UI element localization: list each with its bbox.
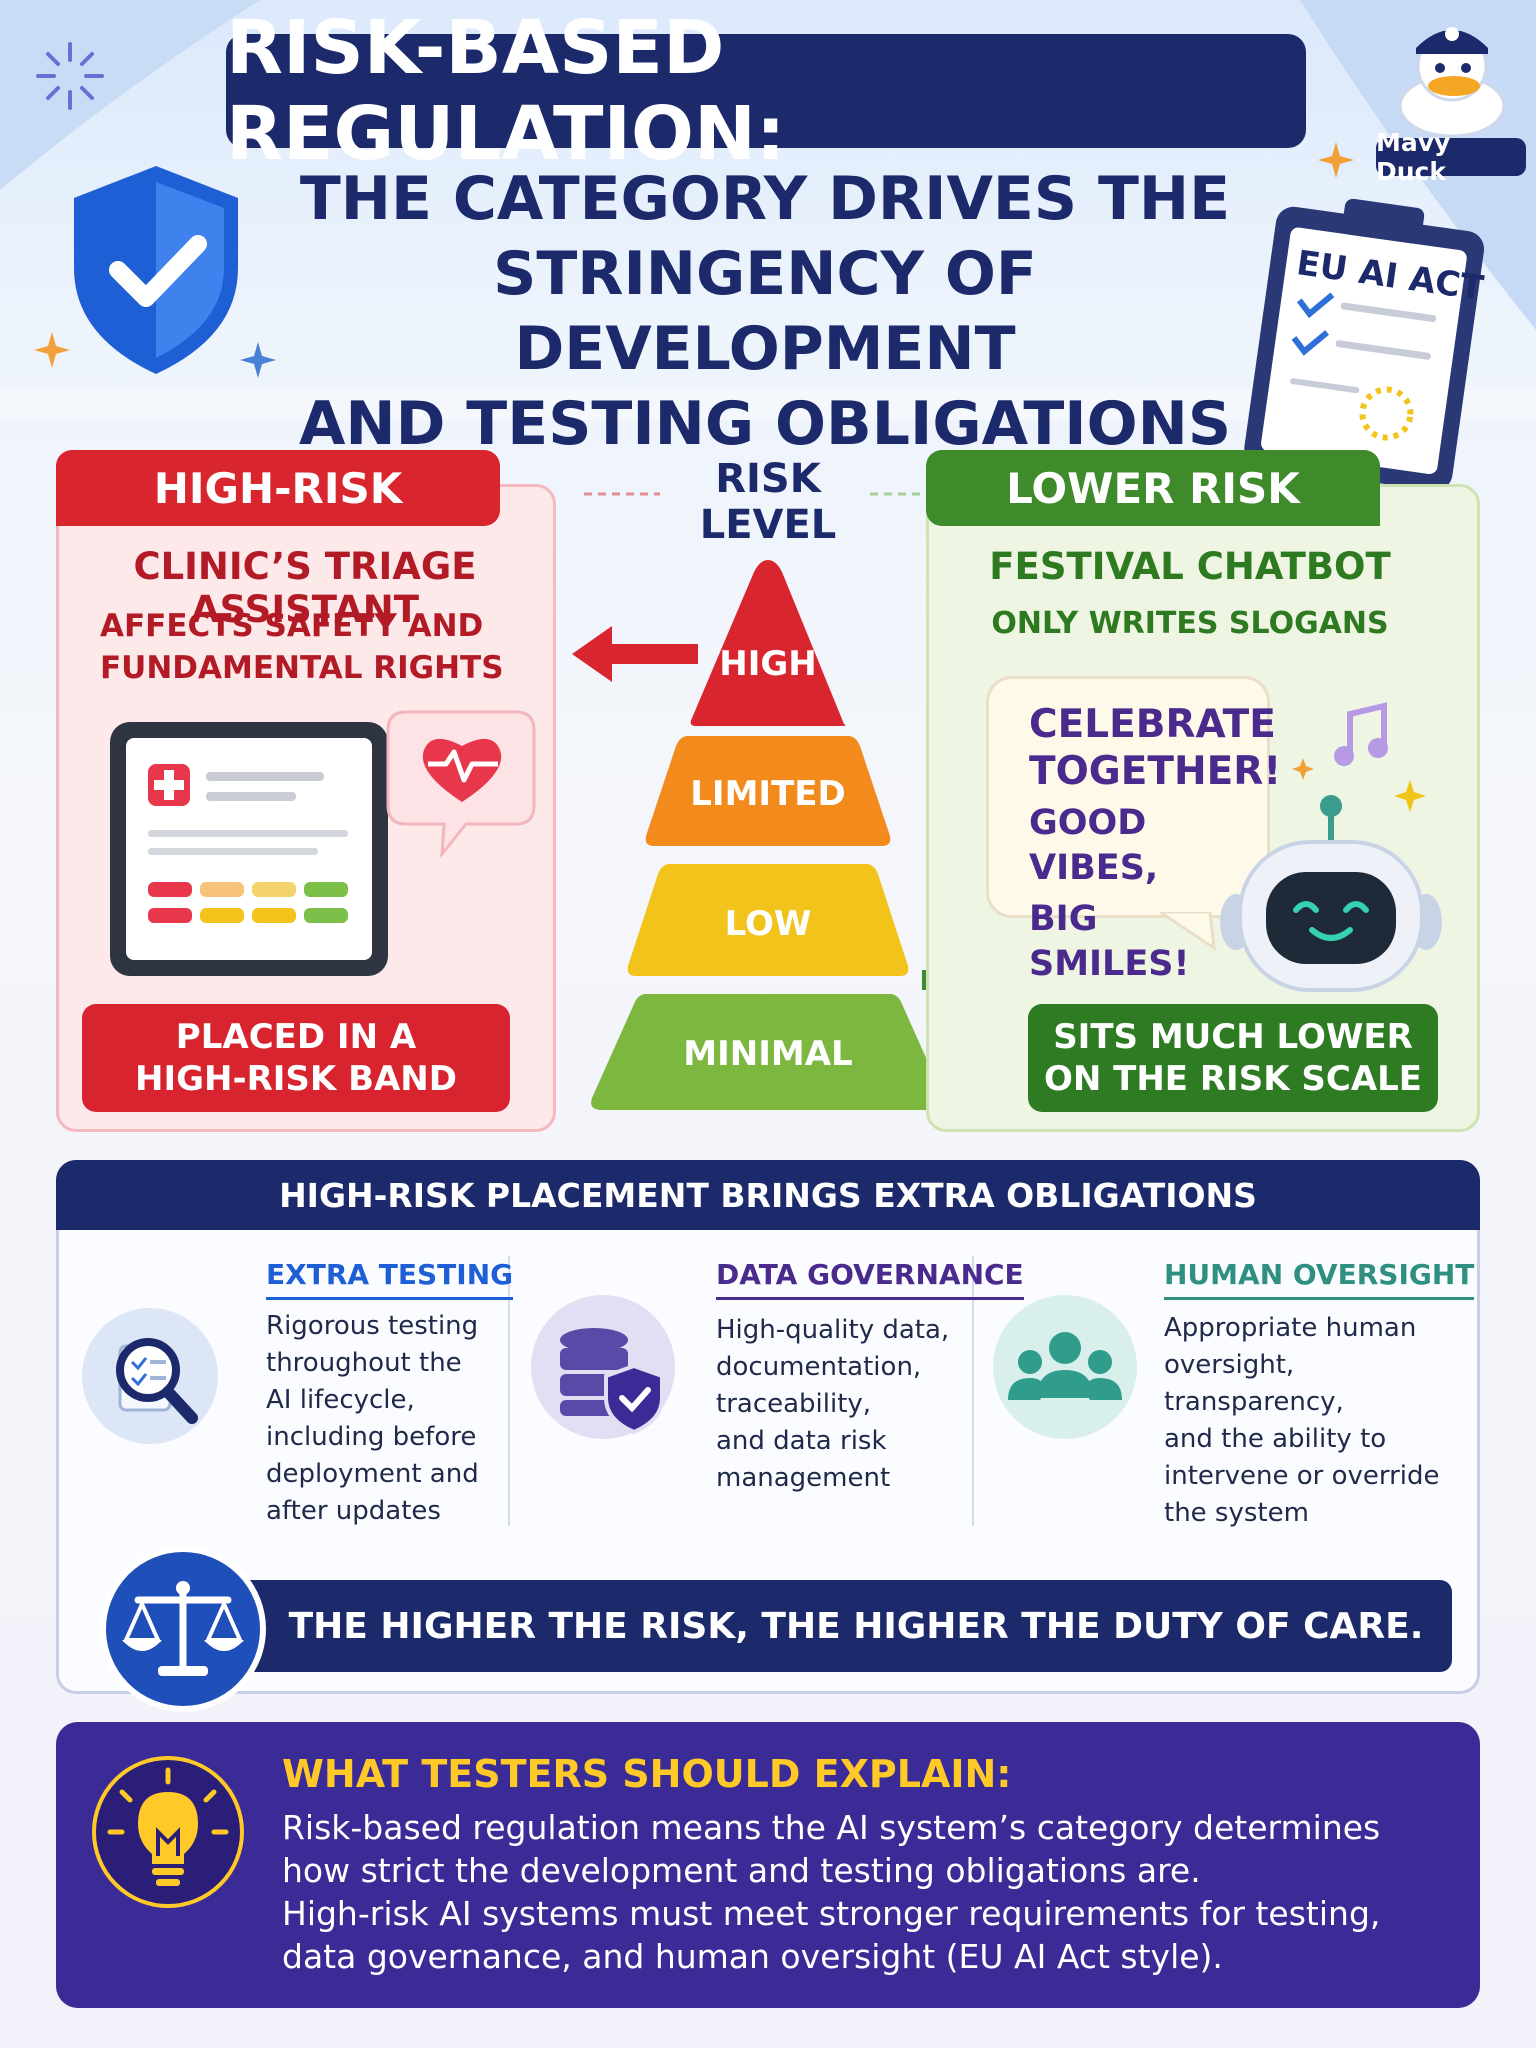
robot-icon	[1220, 795, 1442, 992]
text-line: documentation,	[716, 1352, 922, 1382]
sparkle-icon	[36, 42, 104, 110]
data-governance-title: DATA GOVERNANCE	[716, 1258, 1024, 1300]
people-group-icon	[993, 1295, 1137, 1439]
testers-body: Risk-based regulation means the AI syste…	[282, 1806, 1462, 1978]
dashed-divider	[870, 492, 930, 496]
duck-mascot-icon	[1398, 27, 1506, 138]
bubble-line: BIG SMILES!	[1029, 899, 1190, 984]
shield-check-icon	[74, 166, 238, 374]
bubble-line: GOOD VIBES,	[1029, 803, 1159, 888]
text-line: including before	[266, 1422, 477, 1452]
column-divider	[508, 1256, 510, 1526]
testers-heading: WHAT TESTERS SHOULD EXPLAIN:	[282, 1752, 1012, 1796]
text-line: intervene or override	[1164, 1461, 1440, 1491]
title-line: RISK	[715, 456, 821, 502]
tier-high-shape	[690, 560, 846, 726]
text-line: how strict the development and testing o…	[282, 1851, 1201, 1890]
high-risk-example-title: CLINIC’S TRIAGE ASSISTANT	[133, 545, 477, 631]
lightbulb-icon	[92, 1756, 244, 1908]
text-line: the system	[1164, 1498, 1309, 1528]
scales-icon	[100, 1546, 266, 1712]
text-line: data governance, and human oversight (EU…	[282, 1937, 1223, 1976]
lower-risk-description: ONLY WRITES SLOGANS	[991, 606, 1389, 641]
tier-minimal-shape	[591, 994, 945, 1110]
text-line: and the ability to	[1164, 1424, 1387, 1454]
text-line: and data risk	[716, 1426, 887, 1456]
triage-tablet-icon	[110, 710, 536, 976]
music-note-icon	[1334, 702, 1388, 766]
bubble-tail	[1160, 912, 1216, 952]
band-line: HIGH-RISK BAND	[135, 1059, 457, 1099]
dashed-divider	[584, 492, 660, 496]
magnifier-checklist-icon	[82, 1308, 218, 1444]
column-divider	[972, 1256, 974, 1526]
tier-minimal-label: MINIMAL	[683, 1034, 853, 1074]
data-governance-text: High-quality data, documentation, tracea…	[716, 1312, 962, 1497]
text-line: Appropriate human	[1164, 1313, 1417, 1343]
sparkle-icon	[1318, 142, 1354, 178]
obligations-heading: HIGH-RISK PLACEMENT BRINGS EXTRA OBLIGAT…	[56, 1160, 1480, 1230]
subtitle-line: STRINGENCY OF DEVELOPMENT	[493, 239, 1037, 384]
sparkle-icon	[1394, 780, 1426, 812]
page-subtitle: THE CATEGORY DRIVES THE STRINGENCY OF DE…	[250, 162, 1280, 462]
text-line: deployment and	[266, 1459, 479, 1489]
lower-risk-example-title: FESTIVAL CHATBOT	[989, 545, 1391, 588]
risk-level-title: RISK LEVEL	[658, 456, 878, 548]
tier-high-label: HIGH	[719, 644, 817, 684]
text-line: AI lifecycle,	[266, 1385, 415, 1415]
high-risk-description: AFFECTS SAFETY AND FUNDAMENTAL RIGHTS	[100, 605, 520, 689]
testers-explanation-panel	[56, 1722, 1480, 2008]
text-line: traceability,	[716, 1389, 872, 1419]
description-line: AFFECTS SAFETY AND	[100, 608, 484, 644]
tier-limited-shape	[645, 736, 891, 846]
subtitle-line: AND TESTING OBLIGATIONS	[298, 389, 1232, 459]
chatbot-speech-bubble: CELEBRATE TOGETHER! GOOD VIBES, BIG SMIL…	[986, 676, 1282, 984]
title-line: LEVEL	[699, 502, 837, 548]
human-oversight-title: HUMAN OVERSIGHT	[1164, 1258, 1475, 1300]
band-line: SITS MUCH LOWER	[1053, 1017, 1413, 1057]
subtitle-line: THE CATEGORY DRIVES THE	[299, 164, 1231, 234]
page-title: RISK-BASED REGULATION:	[226, 5, 1306, 177]
text-line: throughout the	[266, 1348, 462, 1378]
extra-testing-title: EXTRA TESTING	[266, 1258, 514, 1300]
band-line: PLACED IN A	[175, 1017, 417, 1057]
band-line: ON THE RISK SCALE	[1043, 1059, 1423, 1099]
database-shield-icon	[531, 1295, 675, 1439]
description-line: FUNDAMENTAL RIGHTS	[100, 650, 504, 686]
duty-of-care-banner: THE HIGHER THE RISK, THE HIGHER THE DUTY…	[200, 1580, 1452, 1672]
extra-testing-text: Rigorous testing throughout the AI lifec…	[266, 1308, 496, 1530]
tier-limited-label: LIMITED	[690, 774, 846, 814]
sparkle-icon	[34, 332, 70, 368]
mascot-label: Mavy Duck	[1376, 128, 1526, 186]
human-oversight-text: Appropriate human oversight, transparenc…	[1164, 1310, 1454, 1532]
risk-pyramid	[591, 560, 945, 1110]
text-line: after updates	[266, 1496, 441, 1526]
sparkle-icon	[1292, 758, 1314, 780]
text-line: transparency,	[1164, 1387, 1344, 1417]
text-line: High-risk AI systems must meet stronger …	[282, 1894, 1381, 1933]
lower-risk-tag: LOWER RISK	[926, 450, 1380, 526]
bubble-line: CELEBRATE	[1029, 702, 1276, 747]
clipboard-icon	[1244, 198, 1485, 491]
text-line: Rigorous testing	[266, 1311, 479, 1341]
tier-low-shape	[627, 864, 909, 976]
tier-low-label: LOW	[724, 904, 812, 944]
text-line: management	[716, 1463, 891, 1493]
text-line: Risk-based regulation means the AI syste…	[282, 1808, 1381, 1847]
text-line: High-quality data,	[716, 1315, 950, 1345]
high-risk-tag: HIGH-RISK	[56, 450, 500, 526]
bubble-line: TOGETHER!	[1029, 749, 1282, 794]
sparkle-icon	[240, 342, 276, 378]
text-line: oversight,	[1164, 1350, 1295, 1380]
arrow-left-icon	[572, 626, 698, 682]
